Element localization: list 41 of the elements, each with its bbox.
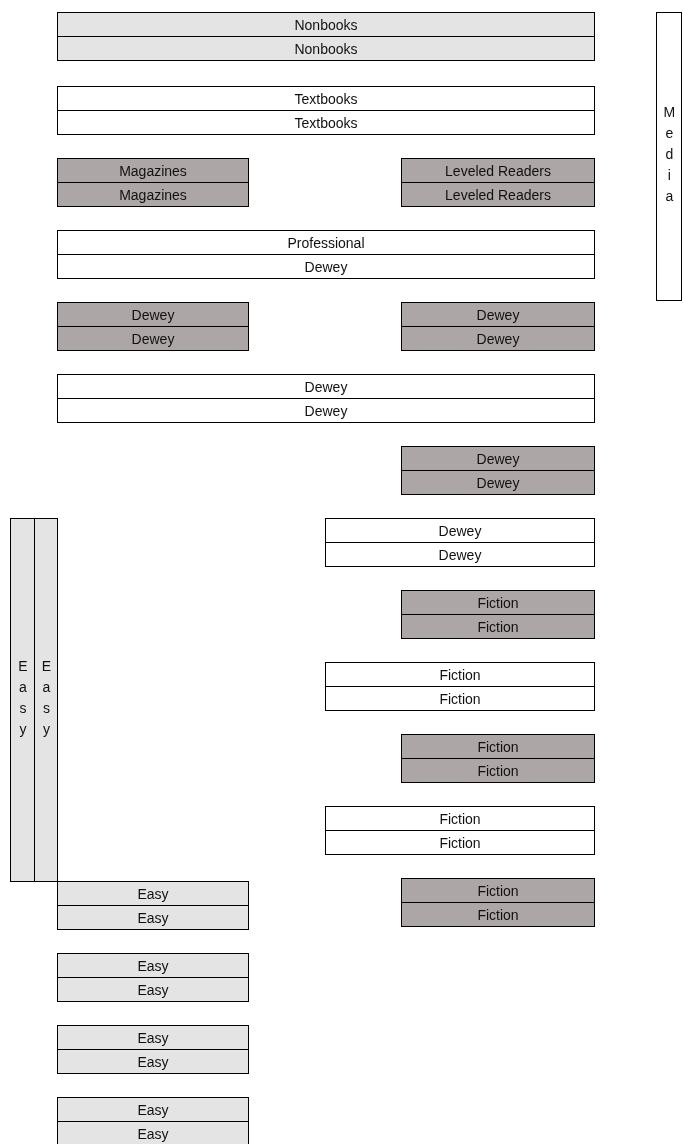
shelf-section: Magazines bbox=[57, 182, 249, 207]
shelf-section: Dewey bbox=[57, 254, 595, 279]
shelf-section: Dewey bbox=[401, 446, 595, 471]
shelf-section: Nonbooks bbox=[57, 12, 595, 37]
shelf-section: Dewey bbox=[325, 518, 595, 543]
shelf-section: Dewey bbox=[57, 302, 249, 327]
media-area: Media bbox=[656, 12, 682, 301]
shelf-section: Fiction bbox=[325, 830, 595, 855]
shelf-section: Dewey bbox=[401, 326, 595, 351]
shelf-section: Leveled Readers bbox=[401, 182, 595, 207]
shelf-section: Easy bbox=[57, 1049, 249, 1074]
shelf-section: Dewey bbox=[325, 542, 595, 567]
shelf-section: Fiction bbox=[325, 662, 595, 687]
shelf-section: Textbooks bbox=[57, 86, 595, 111]
shelf-section: Dewey bbox=[401, 302, 595, 327]
shelf-section: Dewey bbox=[401, 470, 595, 495]
shelf-section: Professional bbox=[57, 230, 595, 255]
shelf-section: Easy bbox=[57, 905, 249, 930]
shelf-section: Fiction bbox=[401, 734, 595, 759]
shelf-section: Fiction bbox=[401, 758, 595, 783]
shelf-section: Fiction bbox=[401, 614, 595, 639]
shelf-section: Fiction bbox=[401, 590, 595, 615]
shelf-section: Nonbooks bbox=[57, 36, 595, 61]
shelf-section: Dewey bbox=[57, 326, 249, 351]
shelf-section: Fiction bbox=[325, 806, 595, 831]
shelf-section: Easy bbox=[57, 1097, 249, 1122]
shelf-section: Magazines bbox=[57, 158, 249, 183]
shelf-section: Dewey bbox=[57, 398, 595, 423]
shelf-section: Easy bbox=[57, 1121, 249, 1144]
shelf-section: Dewey bbox=[57, 374, 595, 399]
shelf-section: Leveled Readers bbox=[401, 158, 595, 183]
shelf-section: Fiction bbox=[325, 686, 595, 711]
shelf-section: Easy bbox=[57, 1025, 249, 1050]
shelf-section: Easy bbox=[57, 953, 249, 978]
shelf-section: Fiction bbox=[401, 902, 595, 927]
shelf-section: Fiction bbox=[401, 878, 595, 903]
shelf-section: Textbooks bbox=[57, 110, 595, 135]
shelf-section: Easy bbox=[34, 518, 58, 882]
shelf-section: Easy bbox=[57, 881, 249, 906]
shelf-section: Easy bbox=[57, 977, 249, 1002]
shelf-section: Easy bbox=[10, 518, 35, 882]
